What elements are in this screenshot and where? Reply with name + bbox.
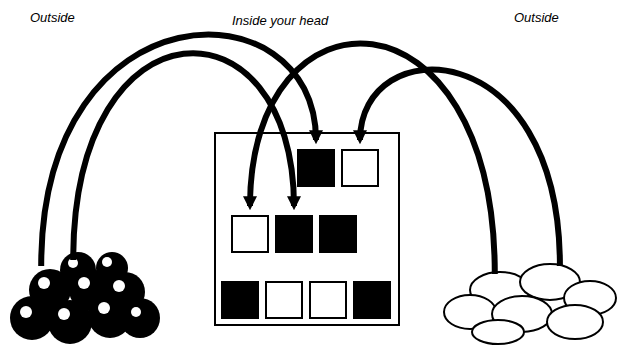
curved-arrow (41, 35, 316, 266)
head-box: Inside your head (214, 132, 400, 326)
curved-arrow (73, 53, 294, 260)
black-ball-cluster (10, 252, 160, 344)
square-grid (222, 150, 390, 318)
region-heading: Outside (514, 10, 559, 25)
outside-group: Outside (6, 250, 166, 342)
outside-group: Outside (442, 262, 618, 342)
curved-arrow (250, 43, 495, 274)
region-heading: Outside (30, 10, 75, 25)
white-egg-cluster (444, 264, 616, 344)
region-heading: Inside your head (232, 13, 328, 28)
curved-arrow (360, 70, 560, 266)
